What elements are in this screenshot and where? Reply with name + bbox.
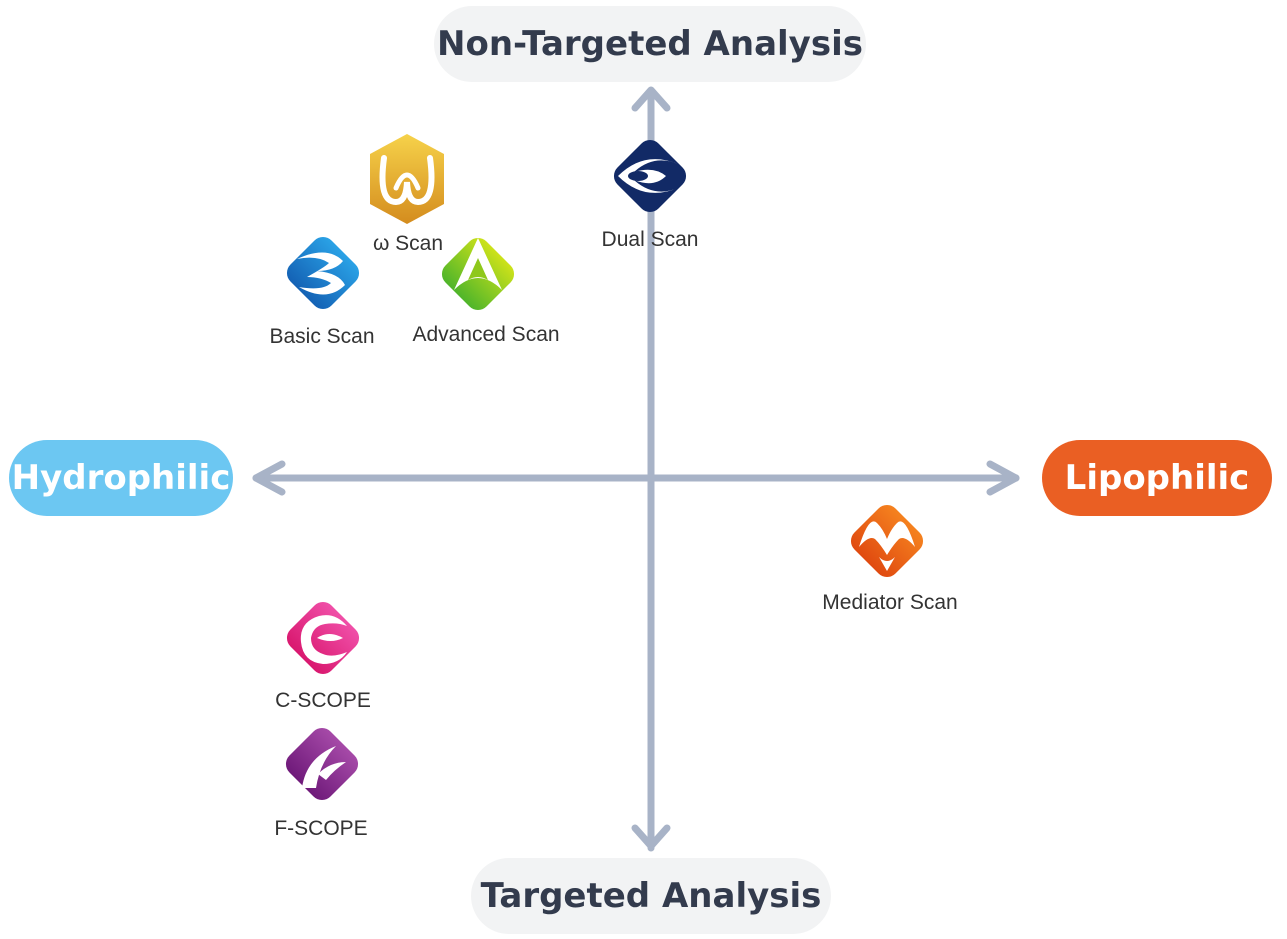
c-scope-label: C-SCOPE	[275, 689, 371, 712]
basic-scan-logo-icon	[286, 236, 360, 310]
advanced-scan-label: Advanced Scan	[412, 323, 560, 346]
f-scope-logo-icon	[285, 727, 359, 801]
arrow-left-icon	[252, 460, 286, 496]
dual-scan-label: Dual Scan	[601, 228, 699, 251]
arrow-down-icon	[631, 824, 671, 850]
mediator-scan-label: Mediator Scan	[822, 591, 958, 614]
omega-scan-label: ω Scan	[372, 232, 444, 255]
axis-label-non-targeted: Non-Targeted Analysis	[434, 6, 866, 82]
arrow-up-icon	[631, 86, 671, 112]
mediator-scan-logo-icon	[850, 504, 924, 578]
arrow-right-icon	[986, 460, 1020, 496]
f-scope-label: F-SCOPE	[274, 817, 368, 840]
axis-label-lipophilic: Lipophilic	[1042, 440, 1272, 516]
c-scope-logo-icon	[286, 601, 360, 675]
dual-scan-logo-icon	[613, 139, 687, 213]
basic-scan-label: Basic Scan	[269, 325, 375, 348]
axis-label-targeted: Targeted Analysis	[471, 858, 831, 934]
axis-label-hydrophilic: Hydrophilic	[9, 440, 233, 516]
advanced-scan-logo-icon	[441, 237, 515, 311]
omega-scan-logo-icon	[370, 134, 444, 224]
